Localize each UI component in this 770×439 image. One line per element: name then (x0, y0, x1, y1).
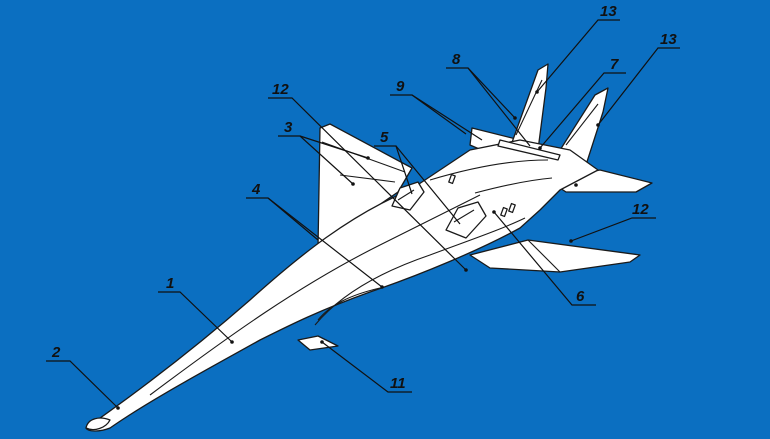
callout-13-left: 13 (600, 3, 617, 20)
spine-slot (497, 139, 561, 161)
leader-lines (46, 19, 680, 409)
nose-tip (85, 417, 111, 431)
intake-right (445, 201, 487, 239)
callout-labels: 1 2 3 4 5 6 7 8 9 11 12 12 13 13 (51, 3, 677, 392)
callout-4: 4 (251, 181, 261, 198)
callout-6: 6 (576, 288, 585, 305)
callout-9: 9 (396, 78, 405, 95)
intake-left (391, 181, 425, 211)
callout-5: 5 (380, 129, 389, 146)
ventral-fin (297, 335, 339, 351)
callout-12-right: 12 (632, 201, 649, 218)
callout-3: 3 (284, 119, 293, 136)
callout-11: 11 (390, 375, 406, 392)
callout-2: 2 (51, 344, 61, 361)
aircraft-drawing (85, 63, 653, 432)
callout-8: 8 (452, 51, 461, 68)
callout-1: 1 (166, 275, 174, 292)
callout-13-right: 13 (660, 31, 677, 48)
callout-12-left: 12 (272, 81, 289, 98)
callout-7: 7 (610, 56, 619, 73)
